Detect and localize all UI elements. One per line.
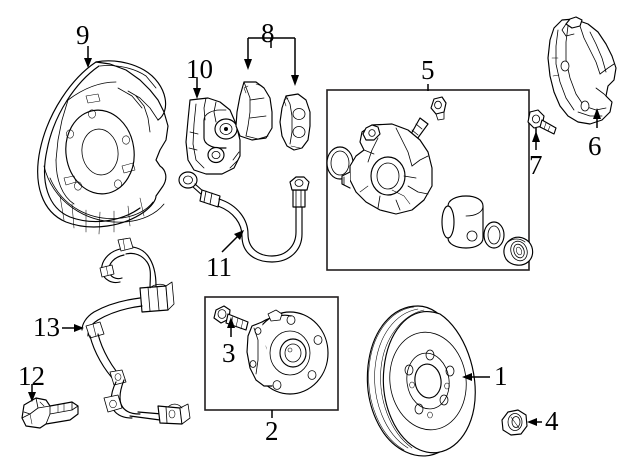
- part-5-caliper-piston: [441, 195, 484, 249]
- callout-2: 2: [265, 416, 279, 446]
- part-2-hub-bearing-assembly: [246, 309, 329, 395]
- part-10-parking-brake-actuator: [185, 97, 241, 175]
- part-5-square-seal: [483, 221, 505, 249]
- part-3-wheel-stud: [213, 305, 249, 331]
- callout-3: 3: [222, 338, 236, 368]
- callout-10: 10: [186, 54, 213, 84]
- callout-12: 12: [18, 361, 45, 391]
- callout-13: 13: [33, 312, 60, 342]
- callout-1: 1: [494, 361, 508, 391]
- part-9-brake-dust-shield: [37, 60, 169, 235]
- callout-11: 11: [206, 252, 232, 282]
- part-8-brake-pad-outer: [279, 93, 311, 151]
- leader-lines: [28, 37, 601, 426]
- callout-5: 5: [421, 55, 435, 85]
- part-11-brake-hose: [178, 171, 310, 263]
- callout-8: 8: [261, 18, 275, 48]
- callout-9: 9: [76, 20, 90, 50]
- part-1-brake-rotor: [366, 305, 476, 457]
- callout-4: 4: [545, 406, 559, 436]
- part-12-abs-speed-sensor: [21, 397, 79, 429]
- part-5-bleeder-screw: [430, 96, 447, 121]
- callout-7: 7: [529, 150, 543, 180]
- part-13-abs-sensor-harness: [81, 237, 191, 425]
- part-5-dust-boot: [503, 236, 534, 266]
- part-6-caliper-mounting-bracket: [547, 16, 617, 125]
- part-4-wheel-nut: [501, 409, 528, 436]
- part-5-caliper-body: [341, 123, 433, 215]
- part-8-brake-pad-inner: [235, 81, 273, 141]
- callout-6: 6: [588, 131, 602, 161]
- part-7-caliper-bracket-bolt: [527, 109, 557, 135]
